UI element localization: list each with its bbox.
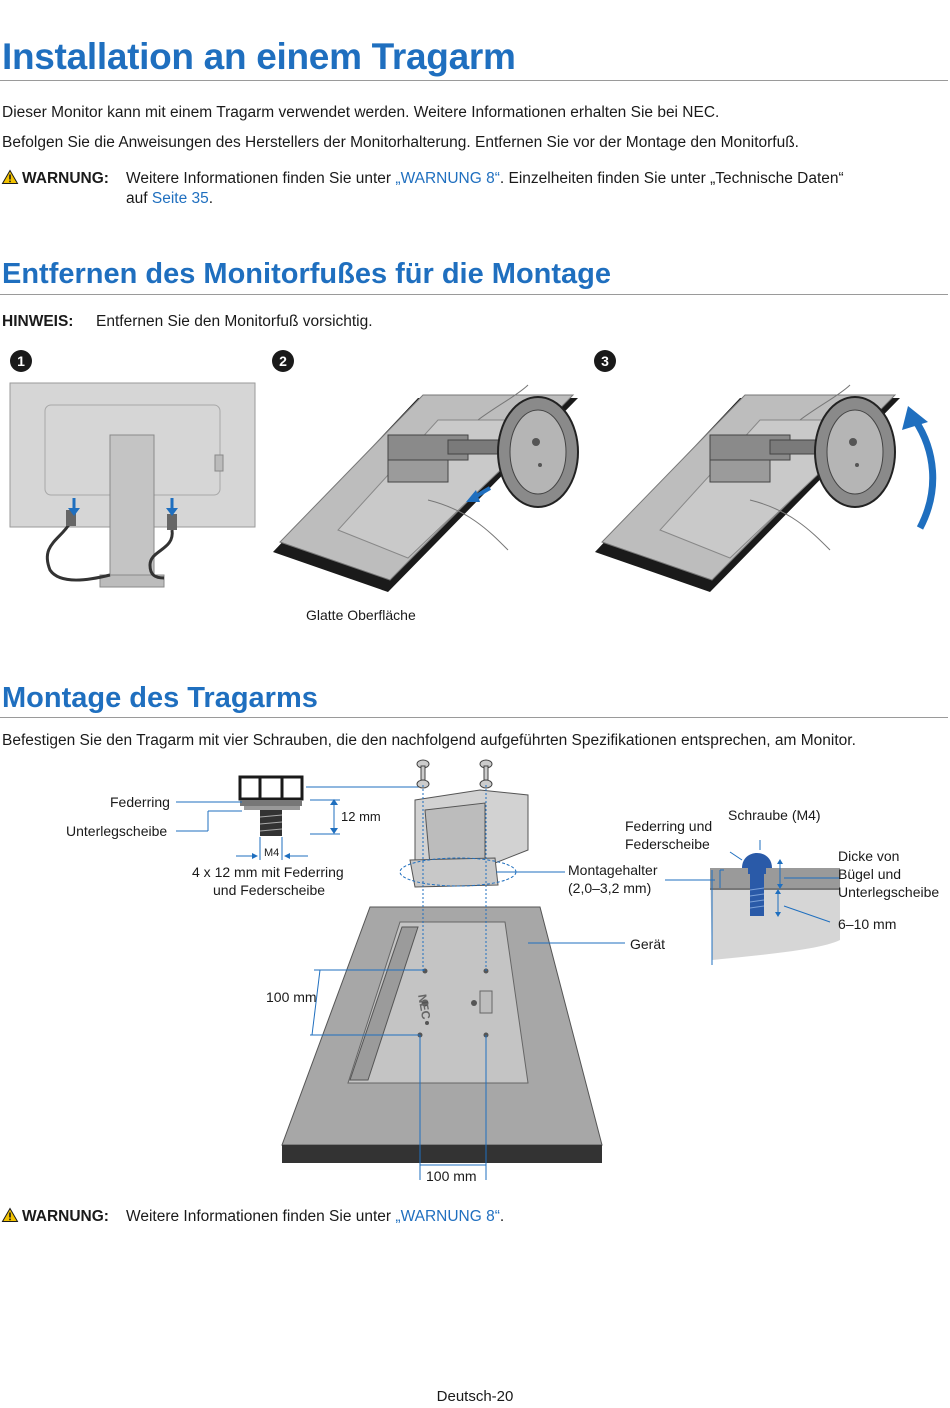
warning-1-line-2: auf Seite 35. <box>126 190 213 208</box>
label-m4: M4 <box>264 847 280 859</box>
warning-icon <box>1 169 19 184</box>
intro-line-1: Dieser Monitor kann mit einem Tragarm ve… <box>2 104 720 121</box>
note-label: HINWEIS: <box>2 313 74 330</box>
label-fed-und-2: Federscheibe <box>625 836 710 852</box>
title-divider <box>0 80 948 81</box>
step-2-illustration <box>273 384 579 592</box>
warning-label: WARNUNG: <box>22 170 109 187</box>
page-title: Installation an einem Tragarm <box>2 36 516 77</box>
warning-1: WARNUNG: Weitere Informationen finden Sie… <box>1 169 844 188</box>
brand-logo: NEC <box>415 993 433 1021</box>
warning-text-a: Weitere Informationen finden Sie unter <box>126 170 396 187</box>
step-1-illustration <box>9 382 256 588</box>
page-35-link[interactable]: Seite 35 <box>151 190 209 207</box>
note-text: Entfernen Sie den Monitorfuß vorsichtig. <box>96 313 373 330</box>
warning-icon <box>1 1207 19 1222</box>
label-screw-m4: Schraube (M4) <box>728 807 821 823</box>
cross-section-illustration <box>665 840 840 965</box>
label-vertical-100mm: 100 mm <box>266 989 317 1005</box>
page-footer: Deutsch-20 <box>436 1388 514 1405</box>
label-device: Gerät <box>630 936 666 952</box>
label-thickness-1: Dicke von <box>838 848 900 864</box>
label-screw-spec-1: 4 x 12 mm mit Federring <box>192 864 344 880</box>
label-mount-2: (2,0–3,2 mm) <box>568 880 652 896</box>
section-heading-remove-stand: Entfernen des Monitorfußes für die Monta… <box>2 258 612 290</box>
section-heading-mount-arm: Montage des Tragarms <box>2 682 318 714</box>
step-3-illustration <box>595 384 937 592</box>
warning-link-8[interactable]: „WARNUNG 8“ <box>395 1208 500 1225</box>
warning-text-b: . <box>499 1208 505 1225</box>
label-horizontal-100mm: 100 mm <box>426 1168 477 1184</box>
section2-divider <box>0 717 948 718</box>
intro-line-2: Befolgen Sie die Anweisungen des Herstel… <box>2 134 799 151</box>
vesa-mount-illustration: NEC <box>281 759 625 1180</box>
label-12mm: 12 mm <box>341 809 381 824</box>
screw-detail-illustration <box>236 775 420 860</box>
step-2-marker: 2 <box>272 350 294 372</box>
label-thickness-2: Bügel und <box>838 866 902 882</box>
warning-text-a: Weitere Informationen finden Sie unter <box>126 1208 396 1225</box>
label-mount-1: Montagehalter <box>568 862 658 878</box>
label-thickness-3: Unterlegscheibe <box>838 884 940 900</box>
label-depth: 6–10 mm <box>838 916 897 932</box>
surface-label: Glatte Oberfläche <box>306 607 416 623</box>
step-1-marker: 1 <box>10 350 32 372</box>
label-unterlegscheibe: Unterlegscheibe <box>66 823 168 839</box>
warning-link-8[interactable]: „WARNUNG 8“ <box>395 170 500 187</box>
section1-divider <box>0 294 948 295</box>
label-screw-spec-2: und Federscheibe <box>213 882 326 898</box>
note: HINWEIS: Entfernen Sie den Monitorfuß vor… <box>2 313 373 331</box>
warning-text-b: . Einzelheiten finden Sie unter „Technis… <box>499 170 844 187</box>
step-3-marker: 3 <box>594 350 616 372</box>
mount-instruction: Befestigen Sie den Tragarm mit vier Schr… <box>2 732 856 749</box>
warning-text-c: auf <box>126 190 152 207</box>
warning-2: WARNUNG: Weitere Informationen finden Sie… <box>1 1207 505 1226</box>
label-fed-und-1: Federring und <box>625 818 713 834</box>
label-federring: Federring <box>110 794 170 810</box>
warning-label: WARNUNG: <box>22 1208 109 1225</box>
warning-text-d: . <box>208 190 214 207</box>
washer-leaders <box>176 801 242 832</box>
